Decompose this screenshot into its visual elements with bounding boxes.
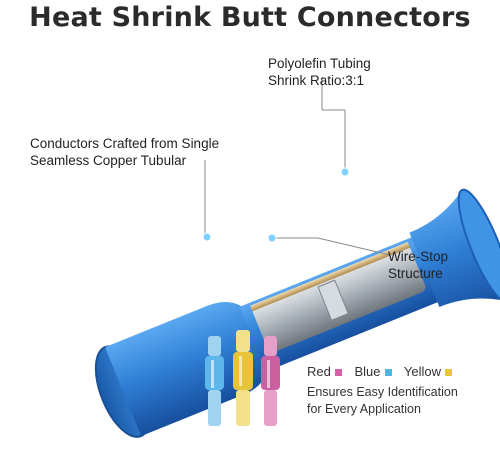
conductor-label-line1: Conductors Crafted from Single	[30, 136, 220, 151]
legend-red-swatch	[334, 368, 342, 376]
legend-red-label: Red	[307, 364, 331, 379]
legend-yellow-label: Yellow	[403, 364, 442, 379]
legend-blue-swatch	[384, 368, 392, 376]
page-title: Heat Shrink Butt Connectors	[29, 2, 471, 33]
description: Ensures Easy Identification for Every Ap…	[307, 384, 458, 418]
conductor-label-line2: Seamless Copper Tubular	[30, 153, 187, 168]
description-line1: Ensures Easy Identification	[307, 385, 458, 399]
wirestop-label-line2: Structure	[388, 266, 443, 281]
red-connector-small	[261, 336, 280, 426]
blue-connector-small	[205, 336, 224, 426]
wirestop-label-line1: Wire-Stop	[388, 249, 449, 264]
legend-yellow-swatch	[445, 368, 453, 376]
color-legend: Red Blue Yellow	[307, 364, 461, 379]
description-line2: for Every Application	[307, 402, 421, 416]
tubing-label-line1: Polyolefin Tubing	[268, 56, 371, 71]
tubing-label-line2: Shrink Ratio:3:1	[268, 73, 365, 88]
yellow-connector-small	[233, 330, 253, 426]
legend-blue-label: Blue	[354, 364, 381, 379]
